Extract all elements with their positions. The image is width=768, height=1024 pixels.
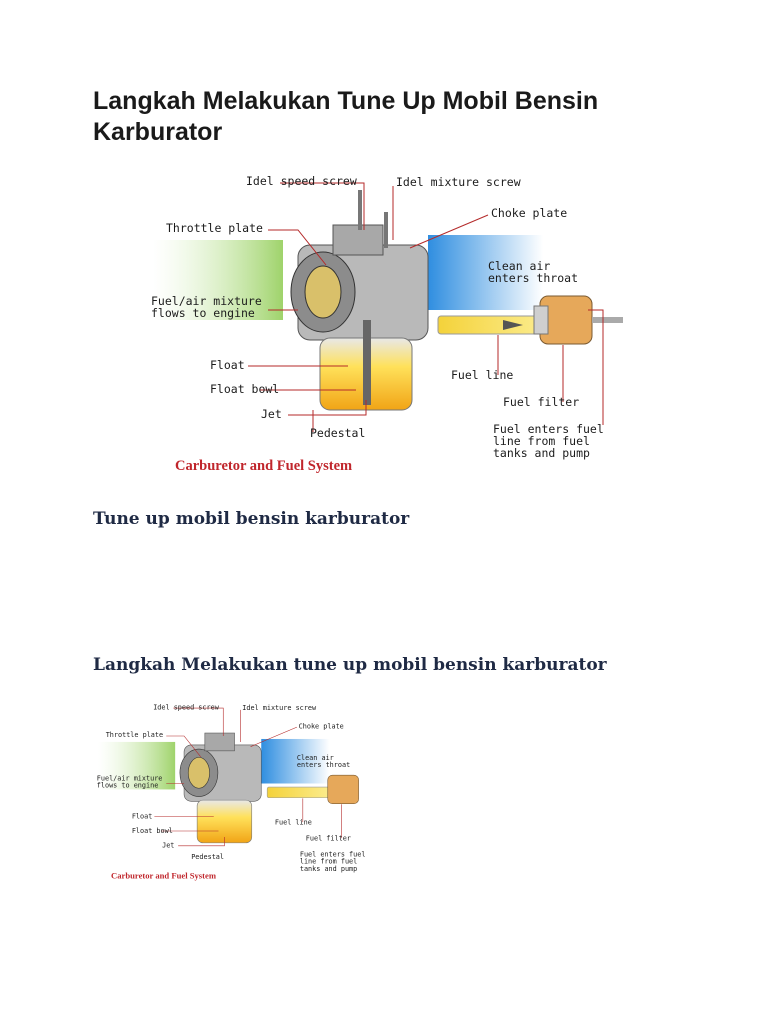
small-label-throttle-plate: Throttle plate: [106, 731, 163, 739]
label-clean-air-2: enters throat: [488, 271, 578, 285]
subheading-1: Tune up mobil bensin karburator: [93, 509, 410, 529]
label-enters-3: tanks and pump: [493, 446, 590, 460]
small-label-mixture-1: Fuel/air mixture: [97, 775, 163, 783]
small-label-mixture-2: flows to engine: [97, 782, 159, 790]
label-jet: Jet: [261, 407, 282, 421]
page-title: Langkah Melakukan Tune Up Mobil Bensin K…: [93, 87, 599, 146]
clean-air-flow: [428, 235, 543, 310]
small-label-fuel-filter: Fuel filter: [306, 835, 351, 843]
label-enters-1: Fuel enters fuel: [493, 422, 604, 436]
label-choke-plate: Choke plate: [491, 206, 567, 220]
label-fuel-line: Fuel line: [451, 368, 513, 382]
label-clean-air-1: Clean air: [488, 259, 550, 273]
diagram-caption: Carburetor and Fuel System: [175, 458, 352, 474]
mixture-flow: [153, 240, 283, 320]
small-label-float: Float: [132, 813, 153, 821]
small-label-idle-mixture-screw: Idel mixture screw: [242, 704, 317, 712]
carburetor-diagram-small: Idel speed screw Idel mixture screw Chok…: [95, 700, 380, 886]
label-mixture-1: Fuel/air mixture: [151, 294, 262, 308]
small-label-choke-plate: Choke plate: [299, 722, 344, 730]
small-label-jet: Jet: [162, 842, 174, 850]
label-fuel-filter: Fuel filter: [503, 395, 579, 409]
label-idle-speed-screw: Idel speed screw: [246, 174, 357, 188]
label-idle-mixture-screw: Idel mixture screw: [396, 175, 521, 189]
small-label-clean-air-2: enters throat: [297, 761, 350, 769]
label-throttle-plate: Throttle plate: [166, 221, 263, 235]
label-float: Float: [210, 358, 245, 372]
small-label-pedestal: Pedestal: [191, 853, 224, 861]
label-float-bowl: Float bowl: [210, 382, 279, 396]
label-pedestal: Pedestal: [310, 426, 365, 440]
small-diagram-caption: Carburetor and Fuel System: [111, 871, 217, 881]
carburetor-diagram: Idel speed screw Idel mixture screw Chok…: [148, 170, 628, 482]
carburetor-diagram-svg: Idel speed screw Idel mixture screw Chok…: [151, 174, 623, 474]
small-label-enters-1: Fuel enters fuel: [300, 851, 366, 859]
small-label-fuel-line: Fuel line: [275, 818, 312, 826]
small-label-float-bowl: Float bowl: [132, 827, 173, 835]
small-label-clean-air-1: Clean air: [297, 754, 334, 762]
carburetor-diagram-small-svg: Idel speed screw Idel mixture screw Chok…: [97, 703, 366, 881]
small-label-enters-3: tanks and pump: [300, 865, 357, 873]
label-mixture-2: flows to engine: [151, 306, 255, 320]
label-enters-2: line from fuel: [493, 434, 590, 448]
small-label-idle-speed-screw: Idel speed screw: [153, 703, 220, 711]
subheading-2: Langkah Melakukan tune up mobil bensin k…: [93, 655, 607, 675]
small-label-enters-2: line from fuel: [300, 858, 357, 866]
